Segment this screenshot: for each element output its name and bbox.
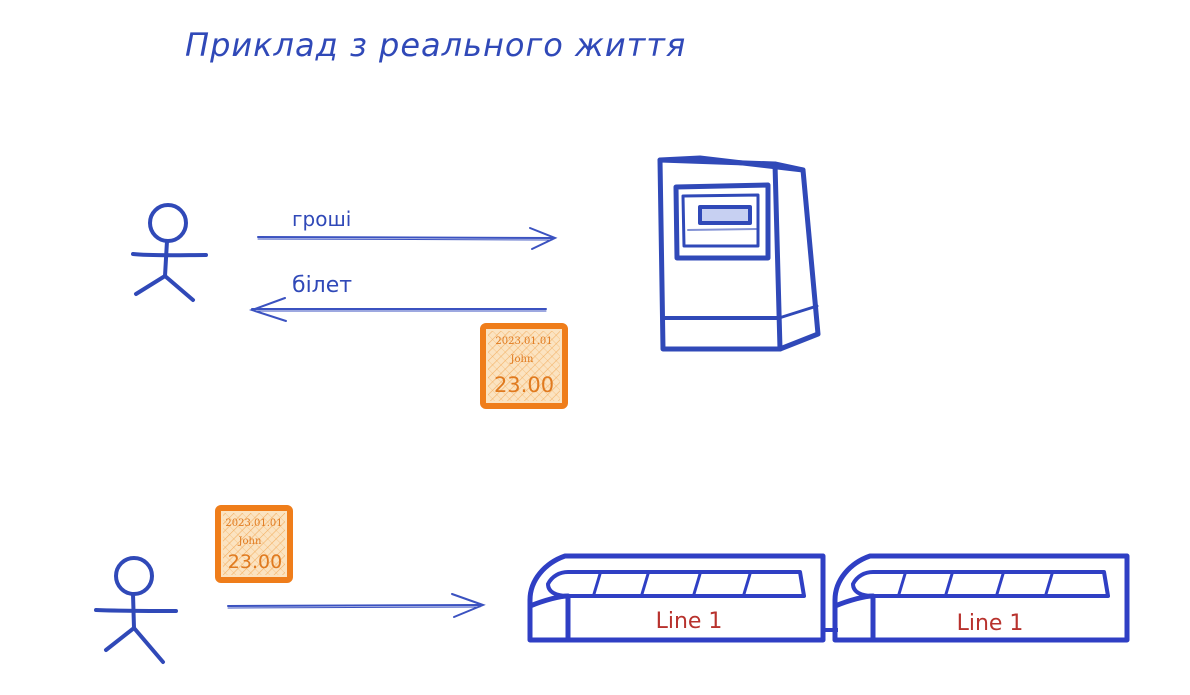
ticket-machine-icon — [657, 155, 821, 352]
arrow-to-train — [227, 593, 486, 618]
train-car-1-label: Line 1 — [656, 609, 723, 634]
arrow-to-machine-label: гроші — [292, 207, 351, 231]
ticket-top-date: 2023.01.01 — [495, 336, 552, 347]
ticket-top-name: John — [510, 354, 534, 365]
arrow-from-machine — [248, 297, 547, 322]
ticket-bottom-name: John — [238, 536, 262, 547]
person-icon — [94, 556, 178, 664]
train-car-2 — [832, 553, 1130, 643]
train-car-1 — [527, 553, 826, 643]
arrow-from-machine-label: білет — [292, 273, 352, 298]
arrow-to-machine — [257, 227, 558, 250]
train-car-2-label: Line 1 — [957, 611, 1024, 636]
ticket-bottom: 2023.01.01 John 23.00 — [215, 505, 293, 583]
ticket-bottom-date: 2023.01.01 — [225, 518, 282, 529]
ticket-top-time: 23.00 — [494, 373, 554, 397]
person-icon — [131, 203, 208, 302]
ticket-bottom-time: 23.00 — [228, 551, 282, 573]
ticket-top: 2023.01.01 John 23.00 — [480, 323, 568, 409]
page-title: Приклад з реального життя — [185, 26, 686, 64]
